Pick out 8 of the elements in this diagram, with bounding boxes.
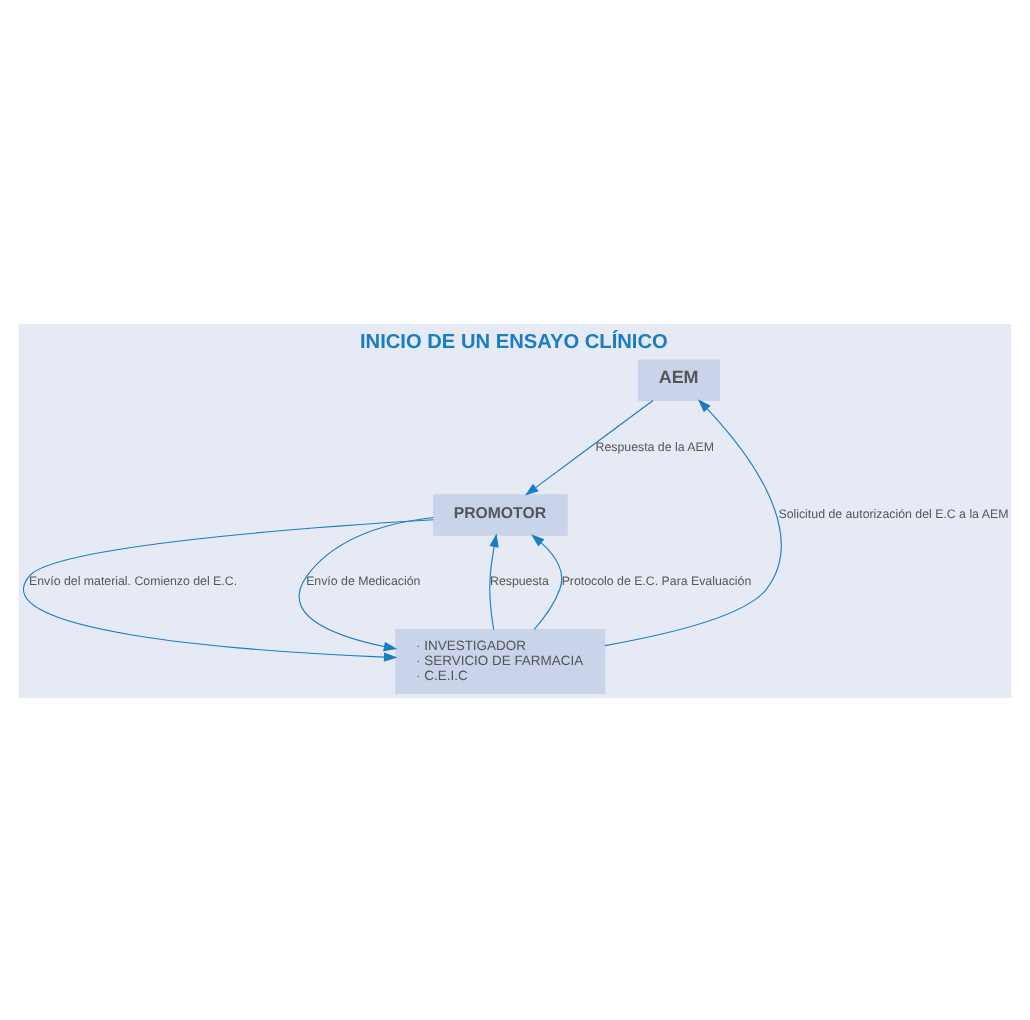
node-box: AEM <box>637 358 720 400</box>
diagram-title: INICIO DE UN ENSAYO CLÍNICO <box>360 331 668 354</box>
arrow <box>22 518 434 661</box>
arrow <box>604 398 782 646</box>
arrow <box>525 399 654 495</box>
arrow <box>298 515 434 651</box>
arrow <box>531 533 563 629</box>
arrow <box>489 532 499 629</box>
